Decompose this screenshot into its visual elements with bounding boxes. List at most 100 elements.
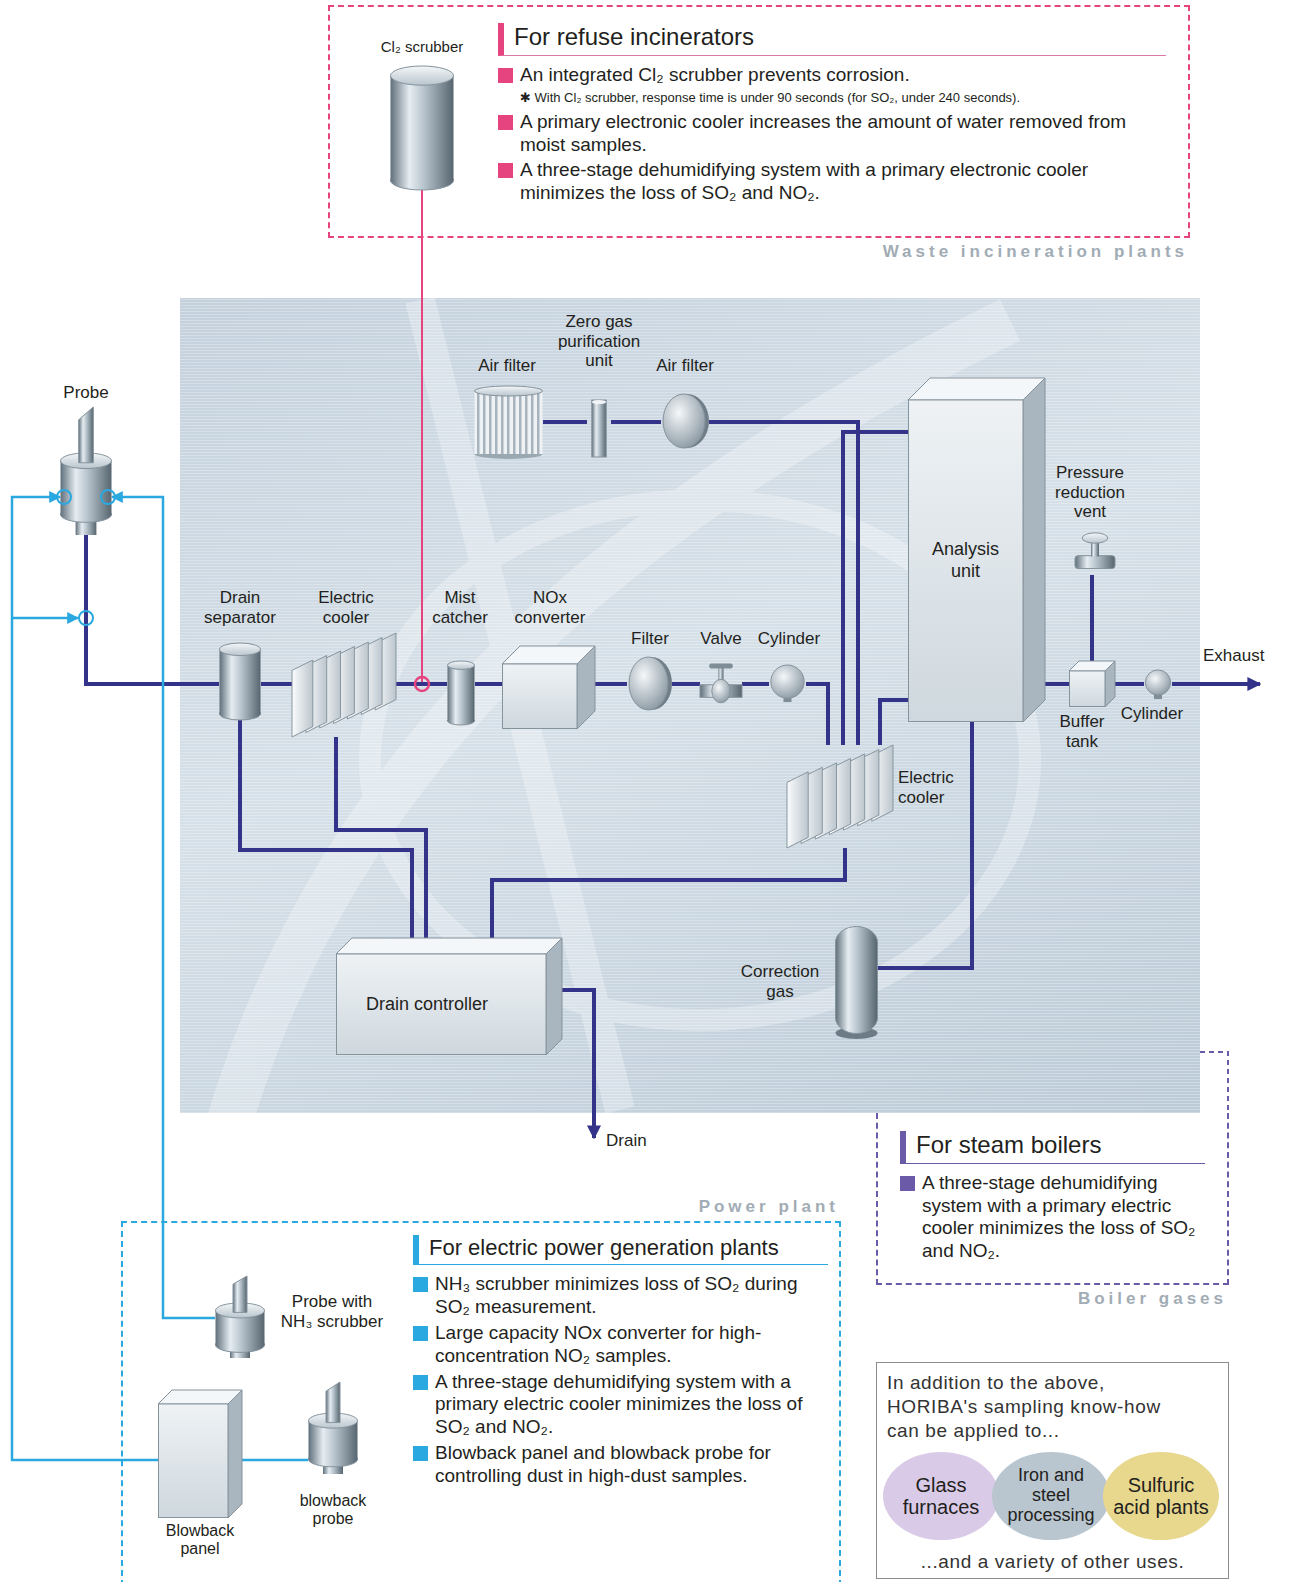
sample-pipe xyxy=(843,432,908,745)
icon-shape xyxy=(577,646,595,729)
sample-pipe xyxy=(1090,575,1094,661)
blowback-probe: blowback probe xyxy=(308,1382,358,1474)
component-label: Zero gas purification unit xyxy=(549,312,649,371)
junction-ring xyxy=(101,490,115,504)
icon-shape xyxy=(391,76,454,181)
sample-pipe xyxy=(880,700,908,745)
junction-ring xyxy=(79,611,93,625)
region-caption: Power plant xyxy=(699,1197,839,1217)
component-label: Filter xyxy=(622,629,678,649)
component-icon xyxy=(1144,669,1172,699)
component-icon xyxy=(700,660,742,705)
icon-shape xyxy=(483,391,486,454)
icon-shape xyxy=(228,1390,242,1518)
icon-shape xyxy=(1105,661,1115,707)
callout-content: For steam boilersA three-stage dehumidif… xyxy=(900,1131,1205,1266)
icon-shape xyxy=(292,660,313,737)
component-icon xyxy=(158,1390,242,1518)
buffer-tank: Buffer tank xyxy=(1069,661,1115,707)
icon-shape xyxy=(503,664,578,729)
footnote: ✱ With Cl₂ scrubber, response time is un… xyxy=(498,90,1166,106)
application-callout: For refuse incineratorsAn integrated Cl₂… xyxy=(328,5,1190,238)
exhaust-arrow xyxy=(1172,682,1260,686)
region-caption: Boiler gases xyxy=(1078,1289,1227,1309)
closing-text: ...and a variety of other uses. xyxy=(877,1551,1228,1573)
photo-backdrop xyxy=(230,300,1030,1113)
region-caption: Waste incineration plants xyxy=(883,242,1188,262)
bullet-text: A three-stage dehumidifying system with … xyxy=(413,1371,828,1439)
air-filter: Air filter xyxy=(474,386,543,459)
use-bubble: Iron and steel processing xyxy=(992,1452,1110,1540)
component-icon xyxy=(627,656,672,711)
icon-shape xyxy=(501,391,504,454)
icon-shape xyxy=(448,665,475,721)
component-label: Air filter xyxy=(649,356,721,376)
sample-pipe xyxy=(86,535,219,684)
drain-arrow xyxy=(562,990,594,1138)
pipe-end-label: Exhaust xyxy=(1203,646,1264,666)
icon-shape xyxy=(909,400,1024,722)
icon-shape xyxy=(337,954,547,1055)
component-icon xyxy=(219,643,261,720)
sample-pipe xyxy=(543,420,587,424)
section-heading: For refuse incinerators xyxy=(498,23,1166,56)
electric-cooler: Electric cooler xyxy=(787,745,893,848)
analysis-unit: Analysis unit xyxy=(908,378,1045,722)
icon-shape xyxy=(836,927,878,1034)
sample-pipe xyxy=(261,682,292,686)
icon-shape xyxy=(326,1382,340,1423)
component-label: Cylinder xyxy=(1117,704,1187,724)
icon-shape xyxy=(709,664,733,669)
component-icon xyxy=(60,407,112,535)
bullet-text: Blowback panel and blowback probe for co… xyxy=(413,1442,828,1488)
icon-shape xyxy=(712,679,730,702)
component-label: Buffer tank xyxy=(1051,712,1113,751)
use-label: Glass furnaces xyxy=(895,1474,987,1518)
component-icon xyxy=(835,926,878,1039)
component-icon xyxy=(587,400,611,457)
component-label: blowback probe xyxy=(291,1492,375,1529)
icon-shape xyxy=(525,391,528,454)
application-callout: For electric power generation plantsNH₃ … xyxy=(121,1221,841,1582)
gas-cylinder: Correction gas xyxy=(835,926,878,1039)
component-icon xyxy=(447,661,475,725)
icon-shape xyxy=(475,386,543,396)
bullet-text: NH₃ scrubber minimizes loss of SO₂ durin… xyxy=(413,1273,828,1319)
component-label: Mist catcher xyxy=(425,588,495,627)
component-icon xyxy=(769,665,806,702)
component-label: Electric cooler xyxy=(898,768,968,807)
junction-ring xyxy=(415,677,429,691)
blowback-line xyxy=(242,1459,308,1462)
component-icon xyxy=(308,1382,358,1474)
component-label: Probe xyxy=(56,383,116,403)
icon-shape xyxy=(159,1404,229,1518)
unit-label: Analysis unit xyxy=(908,400,1023,722)
component-icon xyxy=(215,1276,265,1358)
component-icon xyxy=(1069,661,1115,707)
pressure-vent: Pressure reduction vent xyxy=(1075,532,1115,575)
use-label: Iron and steel processing xyxy=(1003,1466,1099,1525)
component-label: Blowback panel xyxy=(158,1522,242,1559)
blowback-line xyxy=(12,497,158,1460)
sample-pipe xyxy=(672,682,700,686)
use-bubble: Glass furnaces xyxy=(883,1452,999,1540)
sample-pipe xyxy=(336,737,426,938)
pump-cylinder: Cylinder xyxy=(769,665,806,702)
component-label: Cylinder xyxy=(754,629,824,649)
icon-shape xyxy=(233,1276,247,1312)
other-uses-box: In addition to the above, HORIBA's sampl… xyxy=(876,1362,1229,1579)
filter-disc: Filter xyxy=(627,656,672,711)
blowback-panel: Blowback panel xyxy=(158,1390,242,1518)
icon-shape xyxy=(1082,533,1108,543)
component-icon xyxy=(292,633,396,737)
icon-shape xyxy=(513,391,516,454)
icon-shape xyxy=(1145,670,1170,695)
component-icon xyxy=(661,393,709,449)
icon-shape xyxy=(507,391,510,454)
bullet-text: A primary electronic cooler increases th… xyxy=(498,111,1166,157)
component-label: Pressure reduction vent xyxy=(1047,463,1133,522)
electric-cooler: Electric cooler xyxy=(292,633,396,737)
icon-shape xyxy=(475,391,543,454)
component-label: Correction gas xyxy=(733,962,827,1001)
icon-shape xyxy=(220,643,261,656)
